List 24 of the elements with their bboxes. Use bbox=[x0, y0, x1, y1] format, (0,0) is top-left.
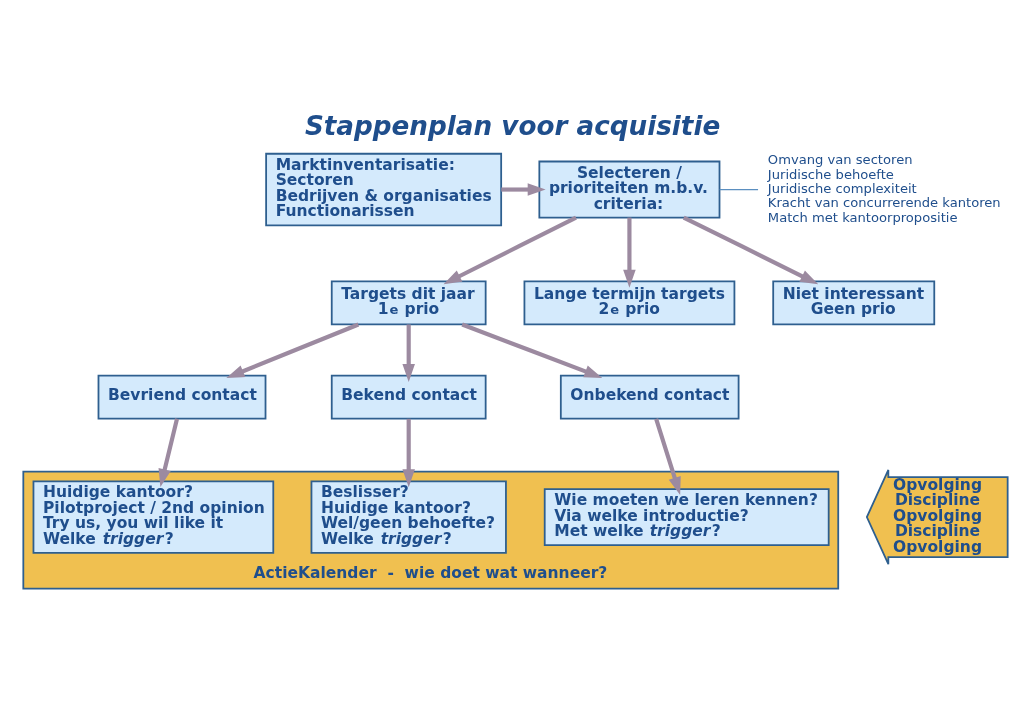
arrow bbox=[158, 418, 179, 488]
arrow bbox=[500, 183, 546, 196]
arrow bbox=[460, 322, 602, 378]
node-text: Omvang van sectoren Juridische behoefte Juridische complexiteit Kracht van concurrerende kantoren Match met kantoorpropositie bbox=[767, 152, 1001, 225]
node-box: Wie moeten we leren kennen? Via welke introductie? Met welke trigger? bbox=[543, 488, 830, 546]
arrow bbox=[443, 215, 577, 285]
node-box: Bekend contact bbox=[330, 374, 487, 420]
node-box: Niet interessant Geen prio bbox=[771, 280, 935, 326]
diagram-title: Stappenplan voor acquisitie bbox=[304, 111, 720, 142]
node-box: Selecteren / prioriteiten m.b.v. criteria: bbox=[537, 160, 720, 219]
node-box: Lange termijn targets 2e prio bbox=[523, 280, 735, 326]
connector bbox=[718, 188, 759, 191]
node-box: Targets dit jaar 1e prio bbox=[330, 280, 487, 326]
arrow bbox=[653, 418, 681, 496]
node-box: Huidige kantoor? Pilotproject / 2nd opinion Try us, you wil like it Welke trigger? bbox=[32, 480, 274, 554]
arrow bbox=[401, 418, 415, 488]
arrow bbox=[682, 215, 818, 285]
node-box: Bevriend contact bbox=[97, 374, 266, 420]
arrow bbox=[225, 322, 359, 378]
arrow bbox=[401, 324, 415, 382]
arrow bbox=[622, 217, 636, 288]
node-box: Marktinventarisatie: Sectoren Bedrijven & organisaties Functionarissen bbox=[264, 152, 502, 227]
node-box: Onbekend contact bbox=[559, 374, 739, 420]
node-box: Beslisser? Huidige kantoor? Wel/geen behoefte? Welke trigger? bbox=[310, 480, 507, 554]
